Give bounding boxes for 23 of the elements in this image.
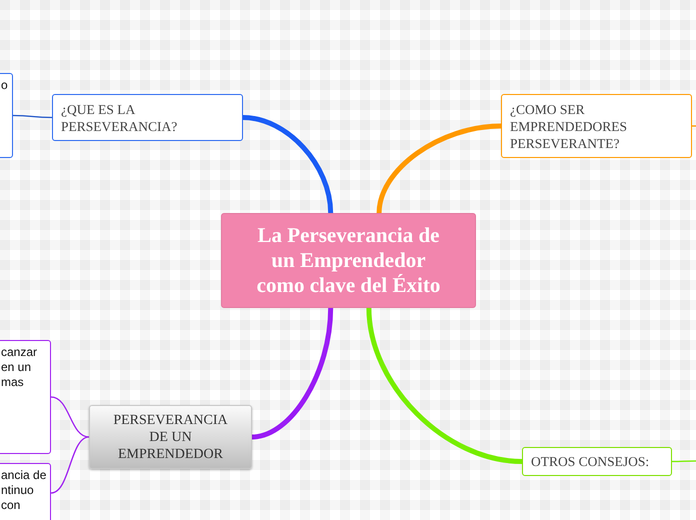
topic-text: canzar en un mas — [1, 345, 38, 390]
topic-box — [501, 94, 692, 158]
topic-box — [89, 405, 252, 469]
subtopic-box — [0, 463, 51, 520]
branch-line — [366, 308, 522, 464]
branch-line — [376, 124, 502, 214]
branch-line — [13, 114, 52, 118]
topic-text: o — [1, 78, 9, 93]
central-topic-box — [221, 213, 476, 308]
topic-text: ¿QUE ES LA PERSEVERANCIA? — [61, 100, 178, 134]
branch-line — [672, 460, 696, 462]
topic-text: OTROS CONSEJOS: — [531, 453, 650, 470]
topic-text: ancia de ntinuo con — [1, 468, 48, 513]
branch-line — [252, 308, 334, 440]
topic-box — [52, 94, 243, 141]
branch-line — [50, 396, 90, 438]
subtopic-box — [0, 340, 51, 454]
topic-text: PERSEVERANCIA DE UN EMPRENDEDOR — [112, 412, 229, 462]
branch-line — [50, 436, 90, 494]
topic-box — [522, 447, 672, 476]
central-topic-text: La Perseverancia de un Emprendedor como clave del Éxito — [256, 223, 442, 298]
branch-line — [242, 115, 334, 214]
topic-text: ¿COMO SER EMPRENDEDORES PERSEVERANTE? — [510, 100, 628, 152]
